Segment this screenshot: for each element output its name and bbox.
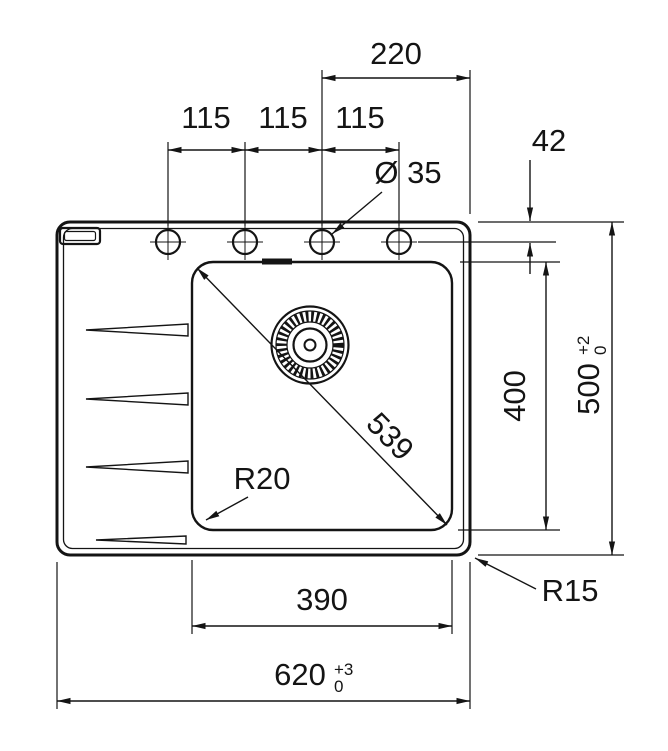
dim-text-bowl-diagonal: 539 [360, 406, 421, 467]
rim-plate-inner [63, 230, 97, 242]
extension-lines [56, 70, 624, 709]
dim-line-539-diagonal [196, 267, 448, 526]
leader-hole-diameter [331, 191, 383, 235]
drain-assembly [270, 305, 350, 385]
dim-text-overall-width-tol-upper: +3 [334, 660, 353, 679]
tap-hole-1 [150, 224, 186, 260]
dim-text-overall-depth: 500 [571, 363, 606, 415]
dim-text-hole-diameter: Ø 35 [374, 155, 441, 190]
rim-plate-outer [58, 226, 102, 246]
drainboard-groove-1 [85, 323, 189, 337]
dim-text-hole-pitch-2: 115 [258, 100, 307, 135]
dim-text-bowl-corner-radius: R20 [234, 461, 291, 496]
dim-text-tap-zone-width: 220 [370, 36, 422, 71]
drain-knurl-ring [276, 311, 344, 379]
dim-text-overall-width-group: 620 +3 0 [274, 657, 353, 696]
dim-text-hole-pitch-3: 115 [335, 100, 384, 135]
dim-text-overall-depth-tol-lower: 0 [591, 346, 610, 355]
tap-hole-3 [304, 224, 340, 260]
drainboard-groove-2 [85, 392, 189, 406]
leader-outer-radius [474, 557, 537, 590]
tap-hole-2 [227, 224, 263, 260]
bowl-outline [190, 260, 454, 532]
sink-rim-inner-edge [62, 227, 465, 550]
dim-text-overall-depth-tol-upper: +2 [574, 336, 593, 355]
dim-text-overall-width: 620 [274, 657, 326, 692]
drainboard-grooves [85, 323, 189, 545]
dim-text-bowl-diagonal-group: 539 [360, 406, 421, 467]
drainboard-groove-3 [85, 460, 189, 474]
dimension-lines [57, 74, 616, 705]
leader-bowl-radius [205, 496, 249, 521]
dim-text-hole-pitch-1: 115 [181, 100, 230, 135]
dim-text-bowl-length: 400 [497, 370, 532, 422]
dim-text-overall-width-tol-lower: 0 [334, 677, 343, 696]
drain-inner-ring [292, 327, 328, 363]
dim-text-overall-depth-group: 500 +2 0 [571, 336, 610, 415]
sink-outline [55, 220, 472, 557]
dim-text-bowl-length-group: 400 [497, 370, 532, 422]
dim-text-outer-corner-radius: R15 [542, 573, 599, 608]
drainboard-groove-4 [95, 535, 187, 545]
tap-hole-4 [381, 224, 417, 260]
dim-text-bowl-width: 390 [296, 582, 348, 617]
dim-text-hole-offset: 42 [532, 123, 566, 158]
tap-holes [150, 224, 417, 260]
sink-outer-edge [55, 220, 472, 557]
drain-center-hole [303, 338, 317, 352]
